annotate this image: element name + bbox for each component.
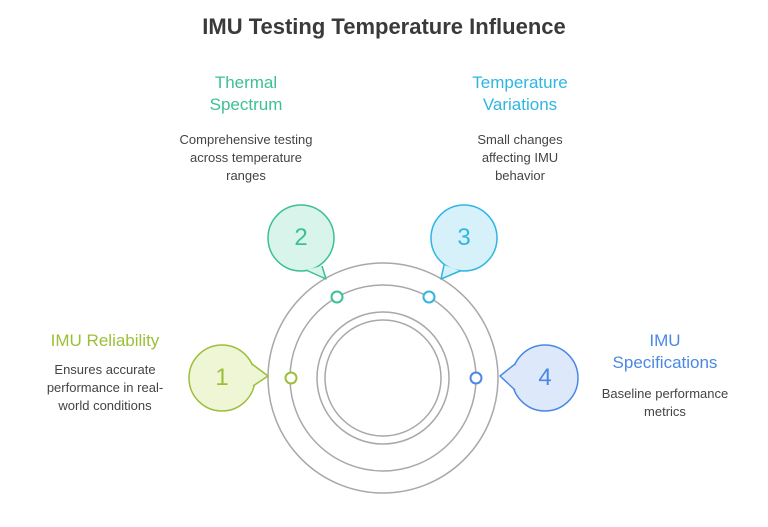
marker-dot-3 (422, 290, 436, 304)
marker-dot-4 (469, 371, 483, 385)
diagram-title: IMU Testing Temperature Influence (202, 14, 566, 39)
marker-dot-2 (330, 290, 344, 304)
number-3: 3 (457, 224, 471, 251)
marker-dot-1 (284, 371, 298, 385)
bubble-4 (499, 344, 579, 412)
inner-ring-2 (316, 311, 450, 445)
description-3: Small changes affecting IMU behavior (477, 132, 563, 183)
heading-2: Thermal Spectrum (209, 73, 283, 114)
heading-3: Temperature Variations (472, 73, 568, 114)
description-1: Ensures accurate performance in real-wor… (46, 362, 164, 413)
inner-ring-1 (289, 284, 477, 472)
inner-ring-3 (324, 319, 442, 437)
number-4: 4 (538, 364, 552, 391)
heading-1: IMU Reliability (50, 331, 160, 350)
description-4: Baseline performance metrics (601, 386, 729, 419)
description-2: Comprehensive testing across temperature… (179, 132, 313, 183)
bubble-1 (188, 344, 269, 412)
bubble-2 (267, 204, 335, 280)
number-1: 1 (215, 364, 229, 391)
outer-ring (267, 262, 499, 494)
heading-4: IMU Specifications (612, 331, 718, 372)
bubble-3 (430, 204, 498, 280)
number-2: 2 (294, 224, 308, 251)
